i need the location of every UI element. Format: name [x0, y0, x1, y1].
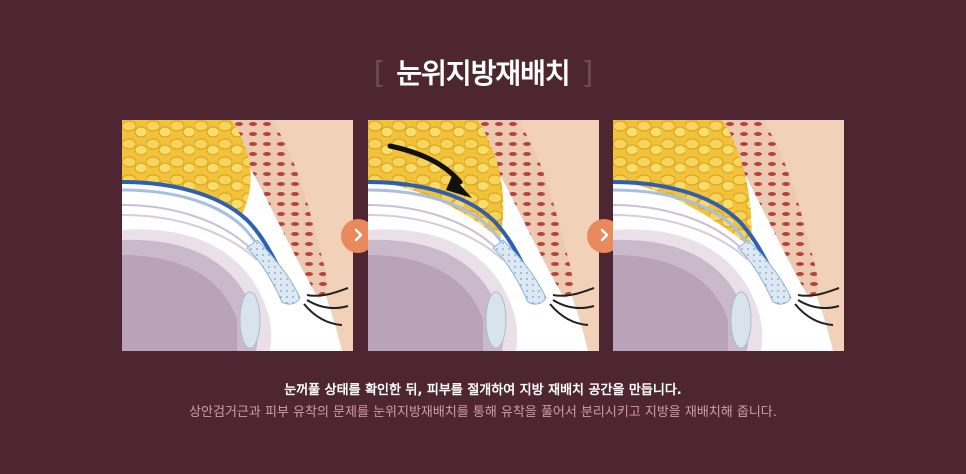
- title-text: 눈위지방재배치: [396, 57, 570, 90]
- chevron-right-icon: [351, 227, 365, 246]
- description-primary: 눈꺼풀 상태를 확인한 뒤, 피부를 절개하여 지방 재배치 공간을 만듭니다.: [284, 383, 682, 398]
- illustration-fat-relocation: [368, 120, 599, 351]
- fat-movement-arrow: [387, 143, 472, 198]
- title-bracket-open: [: [373, 56, 386, 91]
- title-bracket-close: ]: [581, 56, 594, 91]
- illustration-after: [613, 120, 844, 351]
- chevron-right-icon: [597, 227, 611, 246]
- section-title: [ 눈위지방재배치]: [0, 52, 966, 92]
- illustration-before: [122, 120, 353, 351]
- description-secondary: 상안검거근과 피부 유착의 문제를 눈위지방재배치를 통해 유착을 풀어서 분리…: [189, 405, 777, 420]
